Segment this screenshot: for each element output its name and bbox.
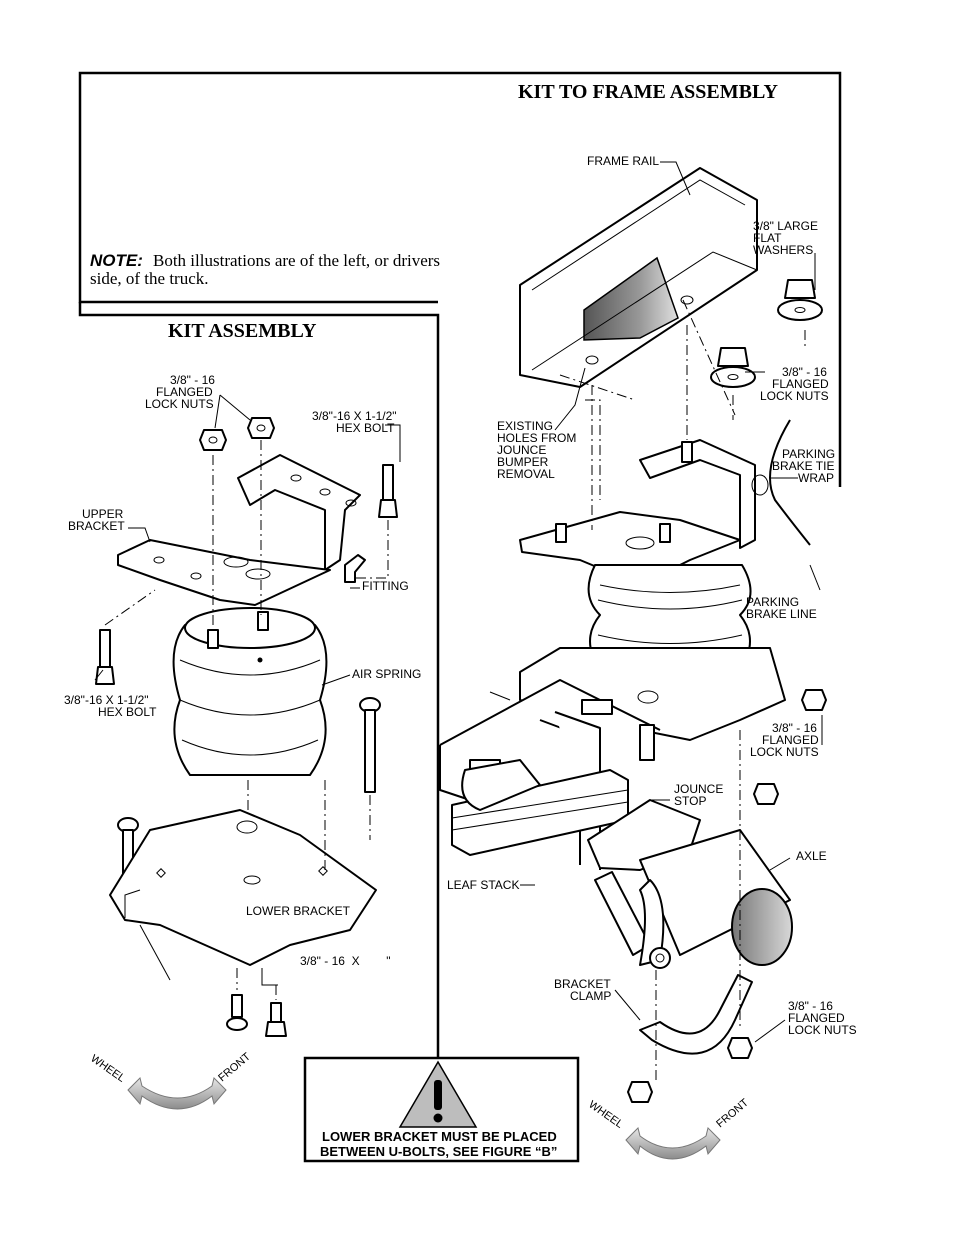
mid-lock-nuts-label-3: LOCK NUTS bbox=[750, 745, 819, 759]
brake-line bbox=[751, 419, 811, 546]
kit-hex-bolt-left-label-2: HEX BOLT bbox=[98, 705, 157, 719]
frame-upper-bracket bbox=[519, 439, 756, 586]
tie-wrap-label-2: BRAKE TIE bbox=[772, 459, 834, 473]
kit-hex-bolt-left-label-1: 3/8"-16 X 1-1/2" bbox=[64, 693, 149, 707]
bracket-clamp-label-2: CLAMP bbox=[570, 989, 611, 1003]
warning-box bbox=[303, 1056, 580, 1163]
note-line-1: Both illustrations are of the left, or d… bbox=[153, 251, 440, 270]
kit-labels: 3/8" - 16 FLANGED LOCK NUTS 3/8"-16 X 1-… bbox=[64, 373, 421, 968]
kit-assembly-title: KIT ASSEMBLY bbox=[168, 320, 317, 342]
kit-wheel-label: WHEEL bbox=[88, 1053, 127, 1085]
axle bbox=[639, 829, 793, 966]
kit-center-lines bbox=[104, 440, 389, 1000]
frame-leader-lines bbox=[489, 161, 823, 1043]
kit-upper-bracket bbox=[117, 454, 361, 606]
washers-label-1: 3/8" LARGE bbox=[753, 219, 818, 233]
kit-assembly-border bbox=[78, 302, 440, 1060]
top-lock-nuts-label-1: 3/8" - 16 bbox=[782, 365, 827, 379]
bottom-lock-nuts-label-1: 3/8" - 16 bbox=[788, 999, 833, 1013]
tie-wrap-label-3: WRAP bbox=[798, 471, 834, 485]
fitting-label: FITTING bbox=[362, 579, 409, 593]
warning-line-1: LOWER BRACKET MUST BE PLACED bbox=[322, 1129, 557, 1144]
frame-labels: FRAME RAIL 3/8" LARGE FLAT WASHERS 3/8" … bbox=[447, 154, 857, 1037]
leaf-stack-label: LEAF STACK bbox=[447, 878, 519, 892]
kit-hex-bolt-top-label-2: HEX BOLT bbox=[336, 421, 395, 435]
kit-lock-nuts-label-1: 3/8" - 16 bbox=[170, 373, 215, 387]
note-line-2: side, of the truck. bbox=[90, 269, 209, 288]
bottom-lock-nuts-label-2: FLANGED bbox=[788, 1011, 845, 1025]
kit-fitting bbox=[344, 554, 366, 583]
mid-lock-nuts-label-2: FLANGED bbox=[762, 733, 819, 747]
jounce-stop-label-2: STOP bbox=[674, 794, 706, 808]
kit-hex-bolt-top-label-1: 3/8"-16 X 1-1/2" bbox=[312, 409, 397, 423]
leaf-stack bbox=[451, 759, 629, 856]
frame-direction-indicator: WHEEL FRONT bbox=[586, 1097, 751, 1160]
tie-wrap-label-1: PARKING bbox=[782, 447, 835, 461]
air-spring-label: AIR SPRING bbox=[352, 667, 421, 681]
kit-front-label: FRONT bbox=[216, 1051, 253, 1085]
washers-label-2: FLAT bbox=[753, 231, 782, 245]
large-flat-washers bbox=[710, 279, 823, 388]
top-lock-nuts-label-2: FLANGED bbox=[772, 377, 829, 391]
jounce-holes-label-1: EXISTING bbox=[497, 419, 553, 433]
top-lock-nuts-label-3: LOCK NUTS bbox=[760, 389, 829, 403]
kit-to-frame-title: KIT TO FRAME ASSEMBLY bbox=[518, 81, 778, 103]
kit-leader-lines bbox=[94, 394, 401, 986]
washers-label-3: WASHERS bbox=[753, 243, 813, 257]
kit-lock-nuts-label-2: FLANGED bbox=[156, 385, 213, 399]
note-label: NOTE: bbox=[90, 251, 143, 270]
jounce-holes-label-4: BUMPER bbox=[497, 455, 549, 469]
frame-wheel-label: WHEEL bbox=[586, 1099, 625, 1131]
warning-line-2: BETWEEN U-BOLTS, SEE FIGURE “B” bbox=[320, 1144, 557, 1159]
bracket-clamp-label-1: BRACKET bbox=[554, 977, 611, 991]
jounce-holes-label-3: JOUNCE bbox=[497, 443, 546, 457]
brake-line-label-2: BRAKE LINE bbox=[746, 607, 817, 621]
kit-lower-bracket bbox=[109, 809, 377, 966]
kit-hex-bolt-left bbox=[95, 629, 115, 685]
bottom-lock-nuts-label-3: LOCK NUTS bbox=[788, 1023, 857, 1037]
brake-line-label-1: PARKING bbox=[746, 595, 799, 609]
shock-and-bracket-clamp bbox=[594, 871, 753, 1055]
frame-rail bbox=[519, 167, 758, 388]
kit-lock-nuts bbox=[199, 417, 275, 451]
mid-lock-nuts-label-1: 3/8" - 16 bbox=[772, 721, 817, 735]
lower-bracket-label: LOWER BRACKET bbox=[246, 904, 351, 918]
kit-air-spring bbox=[172, 607, 328, 776]
bolt-size-label: 3/8" - 16 X " bbox=[300, 954, 391, 968]
axle-label: AXLE bbox=[796, 849, 827, 863]
jounce-holes-label-2: HOLES FROM bbox=[497, 431, 576, 445]
note-border bbox=[78, 71, 438, 304]
kit-hex-bolt-top bbox=[378, 464, 398, 518]
frame-lock-nuts bbox=[627, 689, 827, 1103]
kit-to-frame-border bbox=[359, 71, 842, 487]
frame-rail-label: FRAME RAIL bbox=[587, 154, 659, 168]
upper-bracket-label-1: UPPER bbox=[82, 507, 124, 521]
frame-front-label: FRONT bbox=[714, 1097, 751, 1131]
kit-bottom-bolts bbox=[226, 994, 287, 1037]
jounce-stop-label-1: JOUNCE bbox=[674, 782, 723, 796]
jounce-holes-label-5: REMOVAL bbox=[497, 467, 555, 481]
kit-direction-indicator: WHEEL FRONT bbox=[88, 1051, 253, 1110]
frame-center-lines bbox=[559, 299, 806, 1080]
upper-bracket-label-2: BRACKET bbox=[68, 519, 125, 533]
kit-lock-nuts-label-3: LOCK NUTS bbox=[145, 397, 214, 411]
